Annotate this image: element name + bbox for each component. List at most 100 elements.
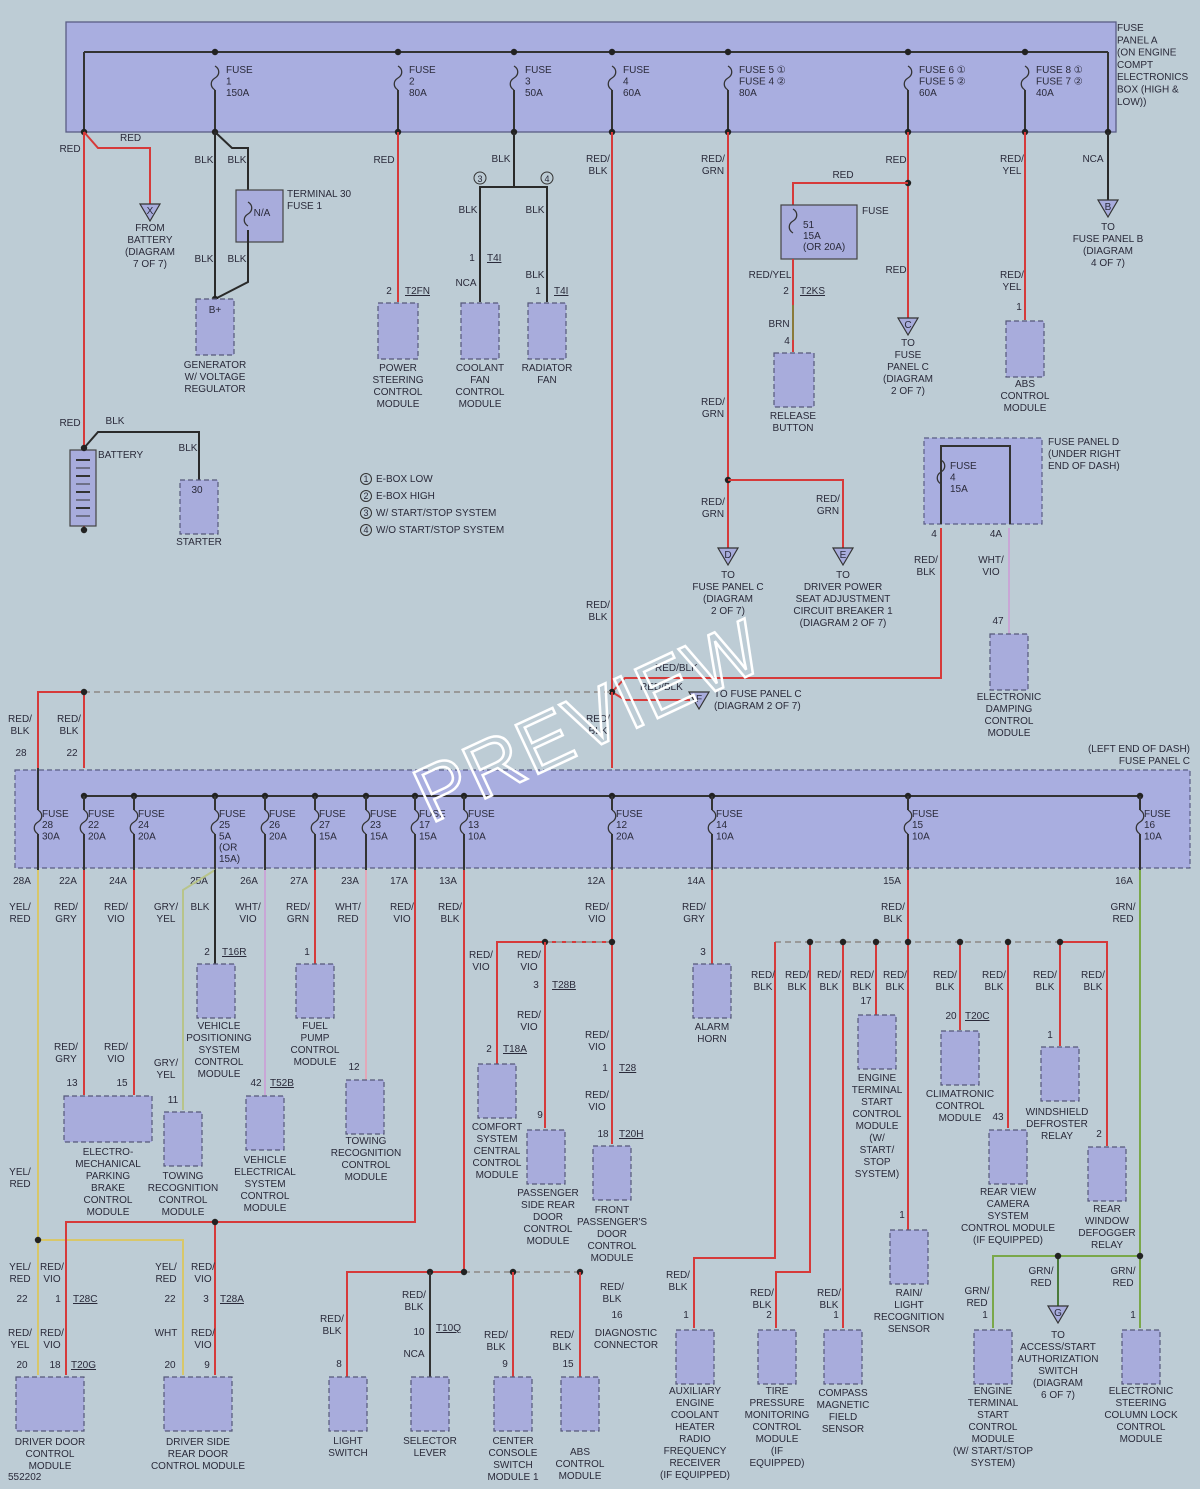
front-pass-conn: T20H [619, 1129, 643, 1140]
wire-label-wht-vio-line: WHT/ [235, 902, 261, 913]
to-fuse-c1-sym-triangle [896, 317, 920, 337]
compass-label-line: MAGNETIC [817, 1400, 870, 1411]
splice-15 [872, 938, 880, 946]
light-switch-pin: 8 [336, 1359, 342, 1370]
fuse-c-4-label-line: FUSE [269, 809, 296, 820]
fuse-c-out: 26A [240, 876, 258, 887]
wire-label-nca: NCA [403, 1349, 424, 1360]
wire-comfort [496, 941, 612, 1064]
legend-circle [360, 473, 372, 485]
wire-label-red-blk-line: BLK [788, 982, 807, 993]
wire-label-red-blk-line: BLK [441, 914, 460, 925]
wire-label-red: RED [885, 155, 906, 166]
wire-label-red-vio-line: RED/ [104, 1042, 128, 1053]
panel-a-bus-dot [608, 48, 616, 56]
fuse-c-11-label-line: 10A [912, 831, 930, 842]
wire-label-red-blk-line: BLK [754, 982, 773, 993]
wire-label-red-yel-line: YEL [1003, 166, 1022, 177]
fuse-c-symbol [903, 809, 913, 835]
light-switch-label-line: LIGHT [333, 1436, 362, 1447]
wire-label-red-blk: RED/BLK [586, 600, 610, 623]
fuse-c-12-label-line: FUSE [1144, 809, 1171, 820]
fuse-c-symbol [260, 809, 270, 835]
wire-label-red-blk-line: BLK [936, 982, 955, 993]
wire-label-red: RED [59, 418, 80, 429]
fuse-c-symbol [707, 809, 717, 835]
to-fuse-c1-label-line: (DIAGRAM [883, 374, 933, 385]
wire-label-grn-red-line: GRN/ [1111, 1266, 1136, 1277]
towing2-label-line: TOWING [346, 1136, 387, 1147]
wire-label-red-yel-line: RED/ [1000, 270, 1024, 281]
fuse-a-symbol [210, 65, 220, 91]
wire-towing-1 [182, 869, 216, 1110]
wire-label-blk: BLK [179, 443, 198, 454]
dr-top-conn: T28A [220, 1294, 244, 1305]
wire-label-red-blk: RED/BLK [881, 902, 905, 925]
fuse-c-10-label-line: FUSE [716, 809, 743, 820]
engine-start2-box [973, 1329, 1013, 1385]
wire-label-red-blk: RED/BLK [550, 1330, 574, 1353]
damping-label-line: CONTROL [985, 716, 1034, 727]
fuse-c-1-label-line: 22 [88, 820, 100, 831]
panel-a-bus-dot [724, 48, 732, 56]
wire-label-brn: BRN [768, 319, 789, 330]
wire-label-red-vio-line: RED/ [469, 950, 493, 961]
wire-label-yel-red-line: YEL/ [155, 1262, 177, 1273]
steering-lock-label-line: MODULE [1120, 1434, 1163, 1445]
vehicle-electrical-conn: T52B [270, 1078, 294, 1089]
wire-label-gry-yel-line: YEL [157, 914, 176, 925]
fuse-a-4-label-line: 60A [623, 88, 641, 99]
center-console-pin: 9 [502, 1359, 508, 1370]
fuse-a-6-label-line: FUSE 6 ① [919, 65, 966, 76]
wire-label-red-blk-line: RED/ [914, 555, 938, 566]
wire-label-blk: BLK [228, 155, 247, 166]
vehicle-positioning-label-line: CONTROL [195, 1057, 244, 1068]
steering-lock-label-line: STEERING [1115, 1398, 1166, 1409]
from-battery-sym-letter: X [147, 206, 154, 217]
fuse-panel-c [14, 769, 1191, 869]
wire-label-red: RED [120, 133, 141, 144]
front-pass-door-label-line: MODULE [591, 1253, 634, 1264]
to-fuse-c3-sym-letter: F [696, 694, 702, 705]
vehicle-positioning-label-line: SYSTEM [198, 1045, 239, 1056]
alarm-horn-label-line: HORN [697, 1034, 726, 1045]
power-steering-box [377, 302, 419, 360]
towing2-box [345, 1079, 385, 1135]
fuse-d-symbol [936, 459, 946, 485]
to-fuse-c2-sym-letter: D [724, 550, 731, 561]
to-fuse-c3-label: TO FUSE PANEL C(DIAGRAM 2 OF 7) [714, 689, 802, 712]
center-console-label-line: SWITCH [493, 1460, 532, 1471]
fuse-a-symbol [1020, 65, 1030, 91]
from-battery-sym-triangle [138, 203, 162, 223]
dd-top-conn: T28C [73, 1294, 97, 1305]
wire-label-red-blk-line: RED/ [933, 970, 957, 981]
center-console-label-line: CENTER [492, 1436, 533, 1447]
wire-label-red-blk: RED/BLK [1081, 970, 1105, 993]
to-fuse-c2-label-line: (DIAGRAM [703, 594, 753, 605]
fuse-c-symbol [607, 809, 617, 835]
wire-tire-pressure [775, 942, 811, 1328]
fuse-c-in: 22 [66, 748, 78, 759]
power-steering-conn: T2FN [405, 286, 430, 297]
wire-label-red-blk-line: RED/ [881, 902, 905, 913]
wire-label-red-grn-line: RED/ [701, 497, 725, 508]
dd-pin: 18 [49, 1360, 61, 1371]
wire-label-blk: BLK [459, 205, 478, 216]
fuse51-values-line: 51 [803, 220, 815, 231]
splice-15 [806, 938, 814, 946]
splice-15 [1004, 938, 1012, 946]
radiator-fan-pin: 1 [535, 286, 541, 297]
wire-label-red-vio-line: RED/ [390, 902, 414, 913]
wire-label-red-blk-line: BLK [669, 1282, 688, 1293]
wire-label-wht-red: WHT/RED [335, 902, 361, 925]
wire-label-grn-red-line: GRN/ [965, 1286, 990, 1297]
wire-label-red-vio-line: RED/ [40, 1328, 64, 1339]
rain-light-box [889, 1229, 929, 1285]
